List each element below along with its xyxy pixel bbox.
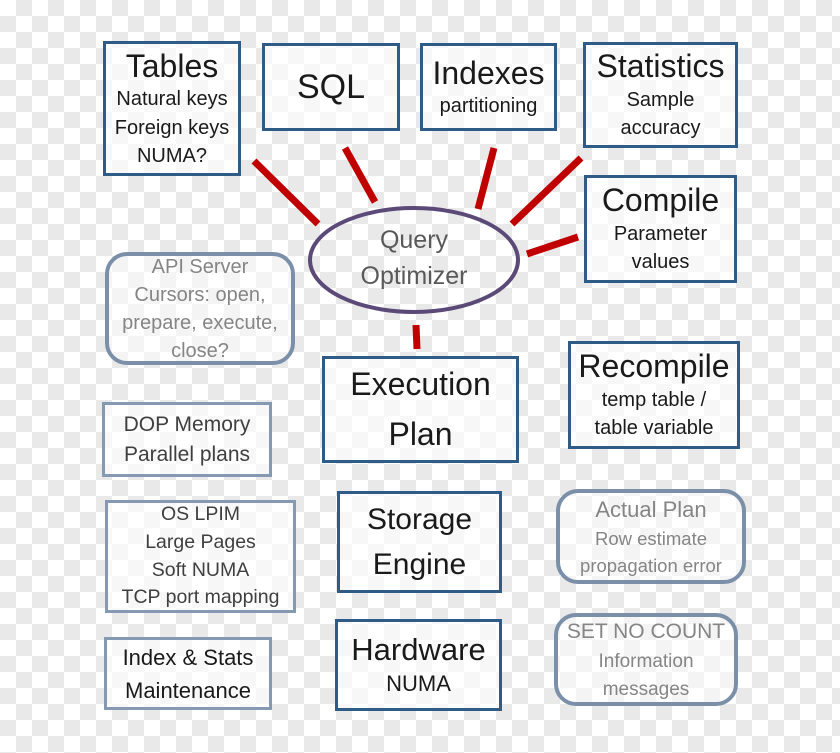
node-hardware-title: Hardware xyxy=(351,631,486,667)
connector-sql xyxy=(341,146,379,204)
node-tables-line: Foreign keys xyxy=(114,116,230,139)
node-tables-line: NUMA? xyxy=(136,144,207,167)
connector-execution-plan xyxy=(412,324,421,350)
node-storage-engine-line: Engine xyxy=(372,548,467,581)
connector-compile xyxy=(525,233,580,258)
node-set-no-count: SET NO COUNT Information messages xyxy=(554,613,738,706)
node-indexes-title: Indexes xyxy=(432,54,545,91)
node-compile-title: Compile xyxy=(601,182,720,219)
node-execution-plan-line: Plan xyxy=(388,415,453,452)
node-tables: Tables Natural keys Foreign keys NUMA? xyxy=(103,41,241,176)
node-statistics-line: accuracy xyxy=(620,117,701,140)
node-actual-plan: Actual Plan Row estimate propagation err… xyxy=(556,489,746,584)
node-actual-plan-line: propagation error xyxy=(580,555,722,576)
node-hardware-line: NUMA xyxy=(386,670,451,696)
node-compile-line: Parameter xyxy=(613,222,708,245)
node-compile-line: values xyxy=(631,251,690,274)
node-dop-memory: DOP Memory Parallel plans xyxy=(102,402,272,477)
node-dop-memory-line: DOP Memory xyxy=(123,412,251,436)
connector-statistics xyxy=(509,155,584,227)
node-compile: Compile Parameter values xyxy=(584,175,737,283)
node-recompile-title: Recompile xyxy=(578,348,730,385)
node-index-stats: Index & Stats Maintenance xyxy=(104,637,272,710)
node-os-lpim-line: Large Pages xyxy=(145,530,256,553)
node-actual-plan-line: Row estimate xyxy=(594,528,708,550)
node-recompile-line: temp table / xyxy=(601,388,707,411)
node-dop-memory-line: Parallel plans xyxy=(123,442,251,466)
node-execution-plan: Execution Plan xyxy=(322,356,519,463)
query-optimizer-line: Optimizer xyxy=(360,262,468,291)
node-api-server-line: Cursors: open, xyxy=(134,283,266,306)
node-api-server-line: prepare, execute, xyxy=(122,311,278,334)
node-execution-plan-line: Execution xyxy=(350,365,491,402)
connector-tables xyxy=(251,158,321,227)
node-tables-title: Tables xyxy=(125,47,219,84)
query-optimizer-ellipse xyxy=(308,206,520,314)
node-set-no-count-line: messages xyxy=(602,678,690,700)
node-recompile-line: table variable xyxy=(594,417,714,440)
node-os-lpim: OS LPIM Large Pages Soft NUMA TCP port m… xyxy=(105,500,296,613)
node-api-server: API Server Cursors: open, prepare, execu… xyxy=(105,252,295,365)
node-set-no-count-line: Information xyxy=(598,651,694,673)
node-statistics-title: Statistics xyxy=(596,48,725,85)
node-os-lpim-line: TCP port mapping xyxy=(121,586,280,609)
node-index-stats-line: Index & Stats xyxy=(122,644,254,670)
node-storage-engine: Storage Engine xyxy=(337,491,502,593)
node-index-stats-line: Maintenance xyxy=(125,677,251,703)
node-sql: SQL xyxy=(262,43,400,131)
node-os-lpim-line: OS LPIM xyxy=(160,503,241,526)
node-api-server-line: API Server xyxy=(151,255,249,278)
node-statistics-line: Sample xyxy=(626,88,695,111)
node-sql-title: SQL xyxy=(296,67,366,106)
node-recompile: Recompile temp table / table variable xyxy=(568,341,740,449)
node-storage-engine-line: Storage xyxy=(366,503,473,536)
node-statistics: Statistics Sample accuracy xyxy=(583,42,738,148)
node-tables-line: Natural keys xyxy=(116,88,228,111)
query-optimizer-line: Query xyxy=(379,226,449,254)
node-actual-plan-title: Actual Plan xyxy=(595,497,707,523)
query-optimizer-label: Query Optimizer xyxy=(314,222,514,295)
node-indexes: Indexes partitioning xyxy=(420,43,557,131)
node-api-server-line: close? xyxy=(171,339,229,362)
node-os-lpim-line: Soft NUMA xyxy=(151,558,250,581)
node-set-no-count-title: SET NO COUNT xyxy=(566,619,726,643)
node-hardware: Hardware NUMA xyxy=(335,619,502,711)
node-indexes-line: partitioning xyxy=(439,95,538,117)
connector-indexes xyxy=(474,147,498,210)
